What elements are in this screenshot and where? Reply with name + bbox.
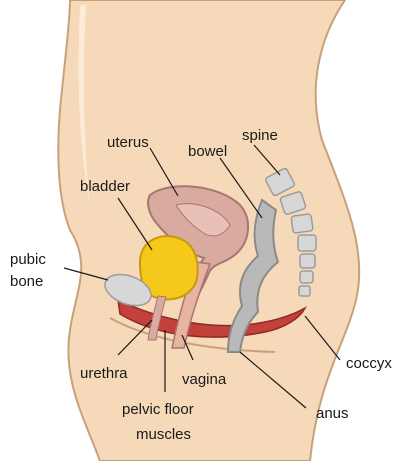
label-bladder: bladder	[80, 178, 130, 195]
label-pubic-bone-line1: pubic	[10, 251, 46, 268]
label-uterus: uterus	[107, 134, 149, 151]
label-pubic-bone-line2: bone	[10, 273, 43, 290]
label-spine: spine	[242, 127, 278, 144]
label-anus: anus	[316, 405, 349, 422]
label-pelvic-floor-line1: pelvic floor	[122, 401, 194, 418]
label-coccyx: coccyx	[346, 355, 392, 372]
label-pelvic-floor-line2: muscles	[136, 426, 191, 443]
label-vagina: vagina	[182, 371, 227, 388]
label-bowel: bowel	[188, 143, 227, 160]
label-urethra: urethra	[80, 365, 128, 382]
